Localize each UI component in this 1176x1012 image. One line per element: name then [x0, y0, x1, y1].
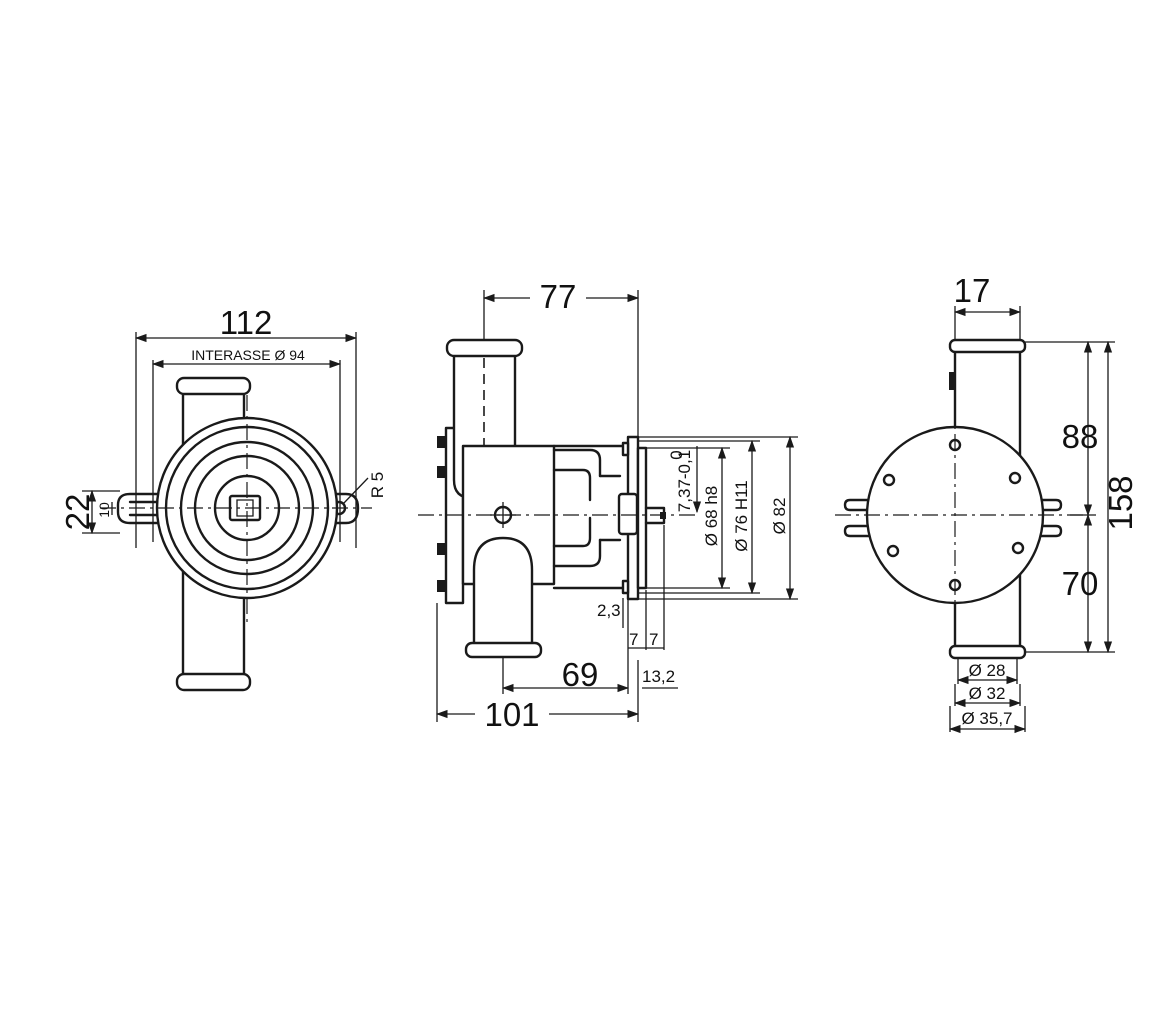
dim-front-interasse: INTERASSE Ø 94 [151, 347, 342, 542]
dim-rear-17: 17 [954, 272, 1022, 340]
dim-rear-port-diameters: Ø 28 Ø 32 Ø 35,7 [948, 658, 1027, 734]
front-view: 112 INTERASSE Ø 94 22 10 R 5 [59, 304, 387, 692]
dim-dia-32-label: Ø 32 [969, 684, 1006, 703]
rear-center-lines [835, 405, 1085, 630]
dim-front-ear-height: 22 10 [59, 489, 120, 535]
dim-70-label: 70 [1062, 565, 1099, 602]
dim-side-2-3: 2,3 [597, 598, 624, 628]
dim-tol-upper-label: 0 [667, 450, 686, 459]
dim-side-69: 69 [501, 656, 630, 694]
dim-13-2-label: 13,2 [642, 667, 675, 686]
dim-22-label: 22 [59, 494, 96, 531]
dim-10-label: 10 [96, 502, 112, 518]
dim-tol-main-label: 7,37-0,1 [675, 450, 694, 512]
dim-front-width: 112 [134, 304, 358, 548]
dim-side-tolerance: 0 7,37-0,1 [667, 446, 702, 514]
dim-spigot-dia-label: Ø 76 H11 [732, 480, 751, 552]
rear-side-lugs [843, 498, 1063, 538]
dim-side-77: 77 [482, 278, 640, 437]
dim-88-label: 88 [1062, 418, 1099, 455]
dim-front-radius: R 5 [342, 472, 387, 505]
dim-69-label: 69 [562, 656, 599, 693]
dim-77-label: 77 [540, 278, 577, 315]
dim-shaft-dia-label: Ø 68 h8 [702, 486, 721, 547]
dim-side-101: 101 [435, 603, 640, 733]
side-right-flange [617, 435, 666, 601]
dim-101-label: 101 [484, 696, 539, 733]
dim-side-diameters: Ø 68 h8 Ø 76 H11 Ø 82 [638, 435, 798, 601]
front-center-lines [100, 395, 372, 625]
dim-flange-dia-label: Ø 82 [770, 498, 789, 535]
dim-112-label: 112 [220, 304, 273, 341]
dim-158-label: 158 [1102, 475, 1139, 530]
dim-2-3-label: 2,3 [597, 601, 621, 620]
dim-interasse-label: INTERASSE Ø 94 [191, 347, 305, 363]
dim-r5-label: R 5 [368, 472, 387, 498]
dim-dia-28-label: Ø 28 [969, 661, 1006, 680]
rear-view: 17 88 70 158 Ø 28 Ø 32 Ø 35,7 [835, 272, 1139, 734]
dim-17-label: 17 [954, 272, 991, 309]
dim-7-right-label: 7 [649, 630, 658, 649]
dim-dia-35-7-label: Ø 35,7 [961, 709, 1012, 728]
dim-rear-heights: 88 70 158 [1025, 340, 1139, 654]
dim-7-left-label: 7 [629, 630, 638, 649]
side-view: 77 101 69 13,2 2,3 7 [418, 278, 798, 733]
dim-side-13-2: 13,2 [627, 599, 678, 694]
